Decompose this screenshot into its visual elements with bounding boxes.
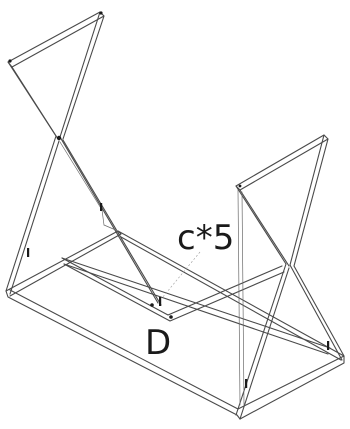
base-frame <box>5 230 345 420</box>
right-diagonal-b <box>235 185 287 265</box>
screw-count-label: c*5 <box>177 218 234 258</box>
right-leg-back <box>289 264 343 361</box>
cross-tubes <box>61 257 331 355</box>
screw-left-leg <box>100 203 103 211</box>
stretcher-long <box>61 257 331 349</box>
base-left-rail-inner <box>9 289 239 410</box>
screw-left-cross <box>56 135 62 141</box>
callout-leader <box>161 251 201 299</box>
left-x-frame <box>5 11 162 306</box>
fasteners <box>8 11 330 388</box>
screw-center-dot2 <box>169 315 173 319</box>
screw-left-base <box>27 248 30 257</box>
right-x-frame <box>235 134 345 420</box>
left-leg-back2 <box>9 140 60 295</box>
part-letter-label: D <box>145 323 171 363</box>
left-leg-back <box>5 135 57 292</box>
left-diagonal-a2 <box>62 15 105 140</box>
left-leg-front2 <box>62 139 162 306</box>
screw-top-left <box>8 59 12 63</box>
screw-center-dot <box>150 303 154 307</box>
screw-center <box>159 297 162 306</box>
right-diagonal-a <box>289 134 325 266</box>
right-diagonal-b2 <box>239 189 290 267</box>
stretcher-upper <box>61 257 283 316</box>
right-diagonal-a2 <box>293 138 329 267</box>
right-leg-front2 <box>239 267 290 420</box>
screw-right-front <box>245 379 248 388</box>
left-diagonal-b2 <box>11 66 59 140</box>
right-leg-front <box>235 263 287 416</box>
base-front-rail <box>237 355 345 420</box>
base-back-rail <box>5 230 122 297</box>
base-left-rail <box>5 290 241 420</box>
left-diagonal-a <box>59 11 101 138</box>
left-leg-inner2 <box>103 224 119 232</box>
right-leg-back2 <box>293 265 345 357</box>
screw-top-right <box>99 11 103 15</box>
screw-right-top <box>238 184 242 188</box>
stretcher-long-2 <box>63 263 329 355</box>
left-leg-front <box>59 136 159 304</box>
stretcher-lower <box>63 263 285 322</box>
right-post <box>237 189 241 406</box>
right-post2 <box>241 191 245 406</box>
left-leg-inner <box>59 141 105 226</box>
right-top-bar <box>235 134 329 191</box>
screw-right-base <box>327 341 330 350</box>
base-right-rail <box>117 230 345 357</box>
